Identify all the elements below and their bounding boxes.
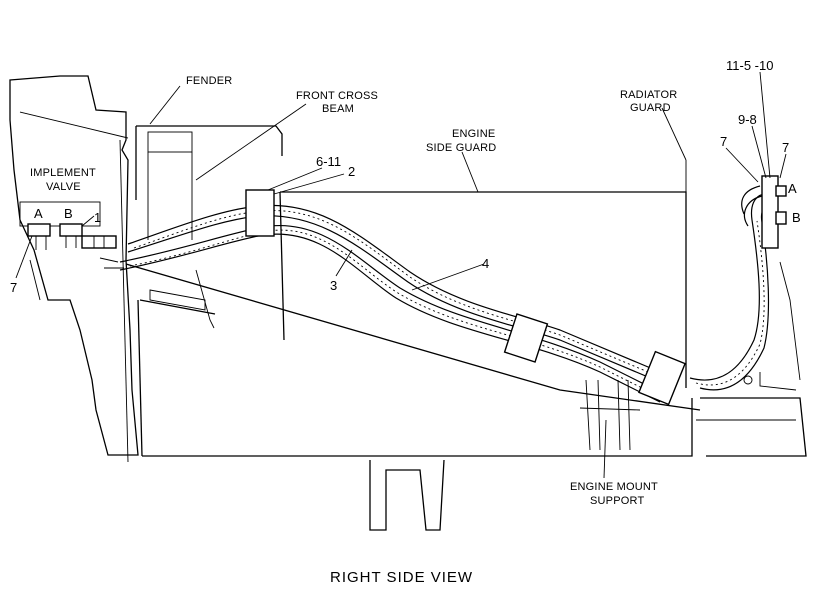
fender: [135, 125, 283, 329]
engine-underside: [369, 459, 445, 531]
callout-7-left: 7: [10, 280, 17, 295]
label-front-cross-beam-2: BEAM: [322, 103, 354, 115]
label-implement-valve-2: VALVE: [46, 181, 81, 193]
callout-4: 4: [482, 256, 489, 271]
callout-3: 3: [330, 278, 337, 293]
label-port-a-right: A: [788, 181, 797, 196]
label-fender: FENDER: [186, 75, 232, 87]
frame-rails: [125, 263, 701, 457]
label-front-cross-beam-1: FRONT CROSS: [296, 90, 378, 102]
callout-11-5-10: 11-5 -10: [726, 58, 773, 73]
hose-4: [127, 204, 661, 383]
label-port-b-right: B: [792, 210, 801, 225]
label-port-b-left: B: [64, 206, 73, 221]
callout-6-11: 6-11: [316, 154, 341, 169]
hose-3: [119, 224, 661, 403]
label-implement-valve-1: IMPLEMENT: [30, 167, 96, 179]
implement-valve: [19, 201, 117, 250]
radiator-port-b: [775, 211, 787, 225]
label-port-a-left: A: [34, 206, 43, 221]
clamp-mid: [503, 313, 549, 363]
callout-2: 2: [348, 164, 355, 179]
hose-riser-right: [689, 185, 771, 391]
label-engine-mount-support-1: ENGINE MOUNT: [570, 481, 658, 493]
radiator-guard: [696, 261, 807, 457]
label-engine-mount-support-2: SUPPORT: [590, 495, 644, 507]
label-engine-side-guard-1: ENGINE: [452, 128, 495, 140]
clamp-rear: [638, 350, 686, 406]
callout-1: 1: [94, 210, 101, 225]
engine-side-guard: [279, 160, 687, 388]
callout-7-right-a: 7: [720, 134, 727, 149]
label-radiator-guard-2: GUARD: [630, 102, 671, 114]
caption-right-side-view: RIGHT SIDE VIEW: [330, 569, 473, 586]
callout-7-right-b: 7: [782, 140, 789, 155]
callout-9-8: 9-8: [738, 112, 757, 127]
leader-lines: [15, 71, 787, 479]
fender-body-left: [9, 75, 139, 463]
engine-mount-support: [579, 379, 641, 451]
clamp-front: [245, 189, 275, 237]
label-engine-side-guard-2: SIDE GUARD: [426, 142, 496, 154]
radiator-port-a: [775, 185, 787, 197]
label-radiator-guard-1: RADIATOR: [620, 89, 677, 101]
